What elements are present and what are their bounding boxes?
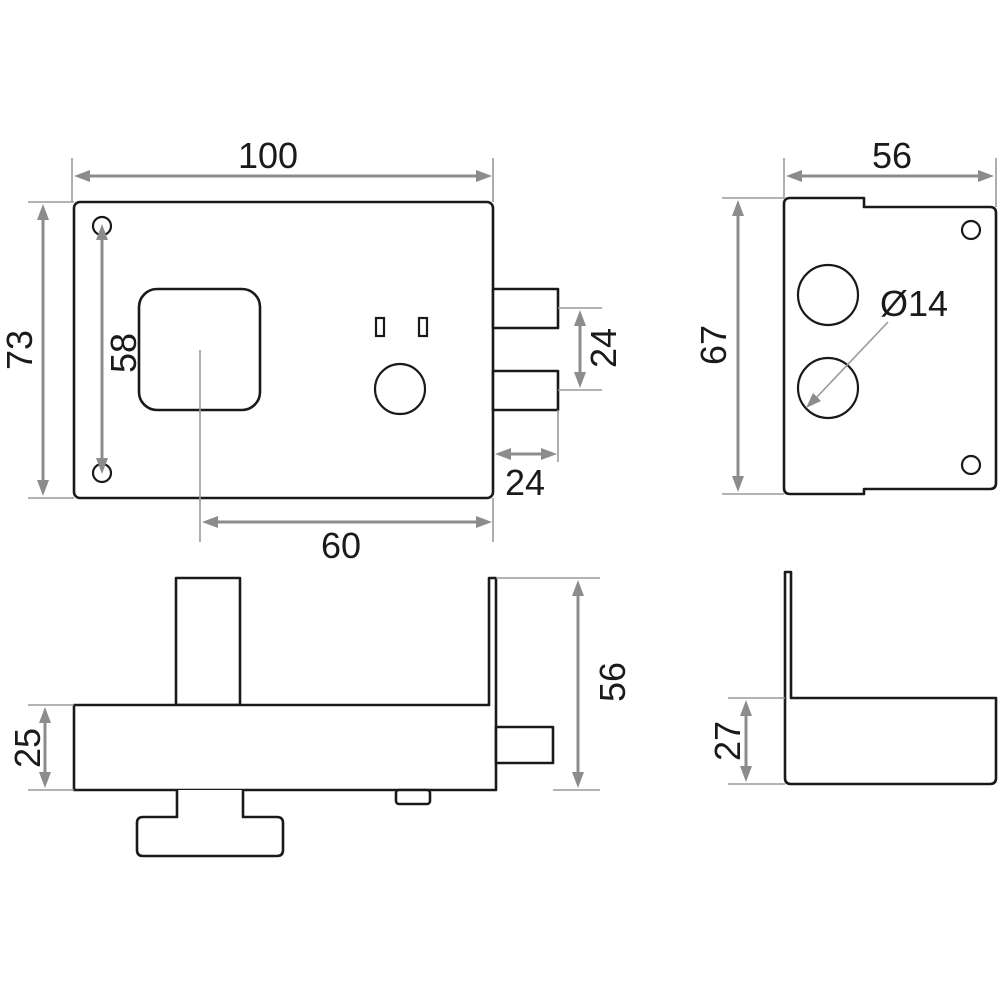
label-bottom-depth: 56 (592, 662, 633, 702)
side-screw-bottom (960, 454, 982, 476)
bolt-top (491, 287, 560, 330)
cylinder-hole-top (796, 263, 860, 327)
side-bottom-view (783, 570, 998, 786)
bottom-view (72, 576, 555, 858)
slot-left (374, 316, 386, 338)
bolt-bottom-view (494, 725, 555, 765)
label-bottom-body: 25 (7, 728, 48, 768)
lock-body-side (782, 196, 998, 496)
lock-body-bottom (72, 576, 498, 792)
front-dimensions: 100 73 58 60 24 24 (0, 135, 624, 566)
label-bolt-projection: 24 (505, 462, 545, 503)
slot-right (417, 316, 429, 338)
label-hole-diameter: Ø14 (880, 283, 948, 324)
front-view (72, 200, 560, 500)
lock-body-side-bottom (783, 570, 998, 786)
knob (135, 790, 285, 858)
label-front-width: 100 (238, 135, 298, 176)
label-front-height: 73 (0, 330, 40, 370)
cylinder-hole-bottom (796, 356, 860, 420)
bolt-bottom (491, 369, 560, 412)
side-view (782, 196, 998, 496)
side-bottom-dimensions: 27 (707, 697, 785, 785)
cylinder-stem (174, 576, 242, 707)
side-dimensions: 56 67 Ø14 (693, 135, 997, 495)
latch-tab (394, 788, 432, 806)
label-side-height: 67 (693, 325, 734, 365)
side-screw-top (960, 219, 982, 241)
label-side-bottom-height: 27 (707, 721, 748, 761)
label-offset: 60 (321, 525, 361, 566)
key-hole (373, 362, 427, 416)
label-hole-spacing: 58 (103, 333, 144, 373)
leader-hole-diameter (815, 321, 889, 399)
bottom-dimensions: 56 25 (7, 577, 633, 791)
label-bolt-spacing: 24 (583, 328, 624, 368)
label-side-width: 56 (872, 135, 912, 176)
lock-body-front (72, 200, 495, 500)
